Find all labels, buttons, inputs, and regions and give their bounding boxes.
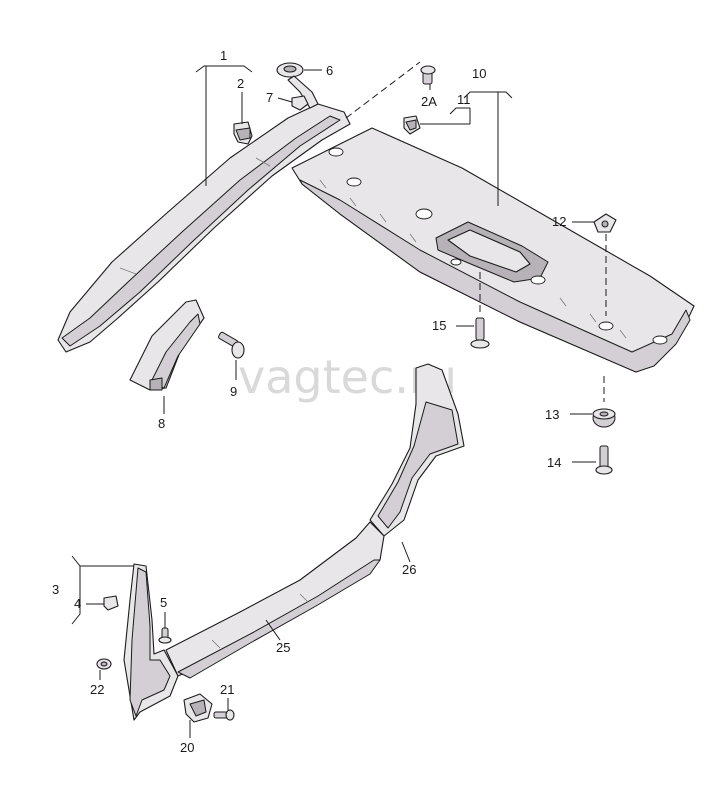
bracket-part-20 [183,693,213,723]
a-pillar-trim [57,103,351,353]
clip-part-11 [403,115,421,135]
screw-part-15 [470,272,490,349]
bolt-part-9 [218,331,245,359]
callout-labels: 1 2 6 7 2A 10 11 12 15 13 14 8 9 26 25 3… [52,48,566,755]
screw-2a [420,65,436,85]
damper-part-13 [592,376,616,428]
roof-trim-panel [291,127,695,373]
callout-10: 10 [472,66,486,81]
callout-26: 26 [402,562,416,577]
leader-lines [71,65,596,738]
callout-5: 5 [160,595,167,610]
callout-11: 11 [457,92,471,107]
screw-part-14 [595,445,613,475]
callout-25: 25 [276,640,290,655]
b-pillar-trim-part-26 [369,363,465,537]
callout-12: 12 [552,214,566,229]
clip-part-2 [233,121,253,145]
callout-22: 22 [90,682,104,697]
callout-21: 21 [220,682,234,697]
callout-2: 2 [237,76,244,91]
callout-13: 13 [545,407,559,422]
callout-15: 15 [432,318,446,333]
clip-part-4 [103,595,119,611]
kick-panel-part-3 [123,563,179,721]
callout-8: 8 [158,416,165,431]
callout-1: 1 [220,48,227,63]
callout-2a: 2A [421,94,437,109]
nut-part-22 [96,658,112,670]
pillar-lower-trim-part-8 [129,299,205,391]
callout-7: 7 [266,90,273,105]
screw-part-5 [158,627,172,644]
callout-20: 20 [180,740,194,755]
callout-9: 9 [230,384,237,399]
callout-6: 6 [326,63,333,78]
callout-14: 14 [547,455,561,470]
sill-trim-part-25 [165,521,385,679]
screw-part-21 [213,709,235,721]
callout-4: 4 [74,596,81,611]
clip-part-12 [593,213,617,233]
callout-3: 3 [52,582,59,597]
clip-part-6 [276,62,319,109]
clip-part-7 [291,95,309,111]
